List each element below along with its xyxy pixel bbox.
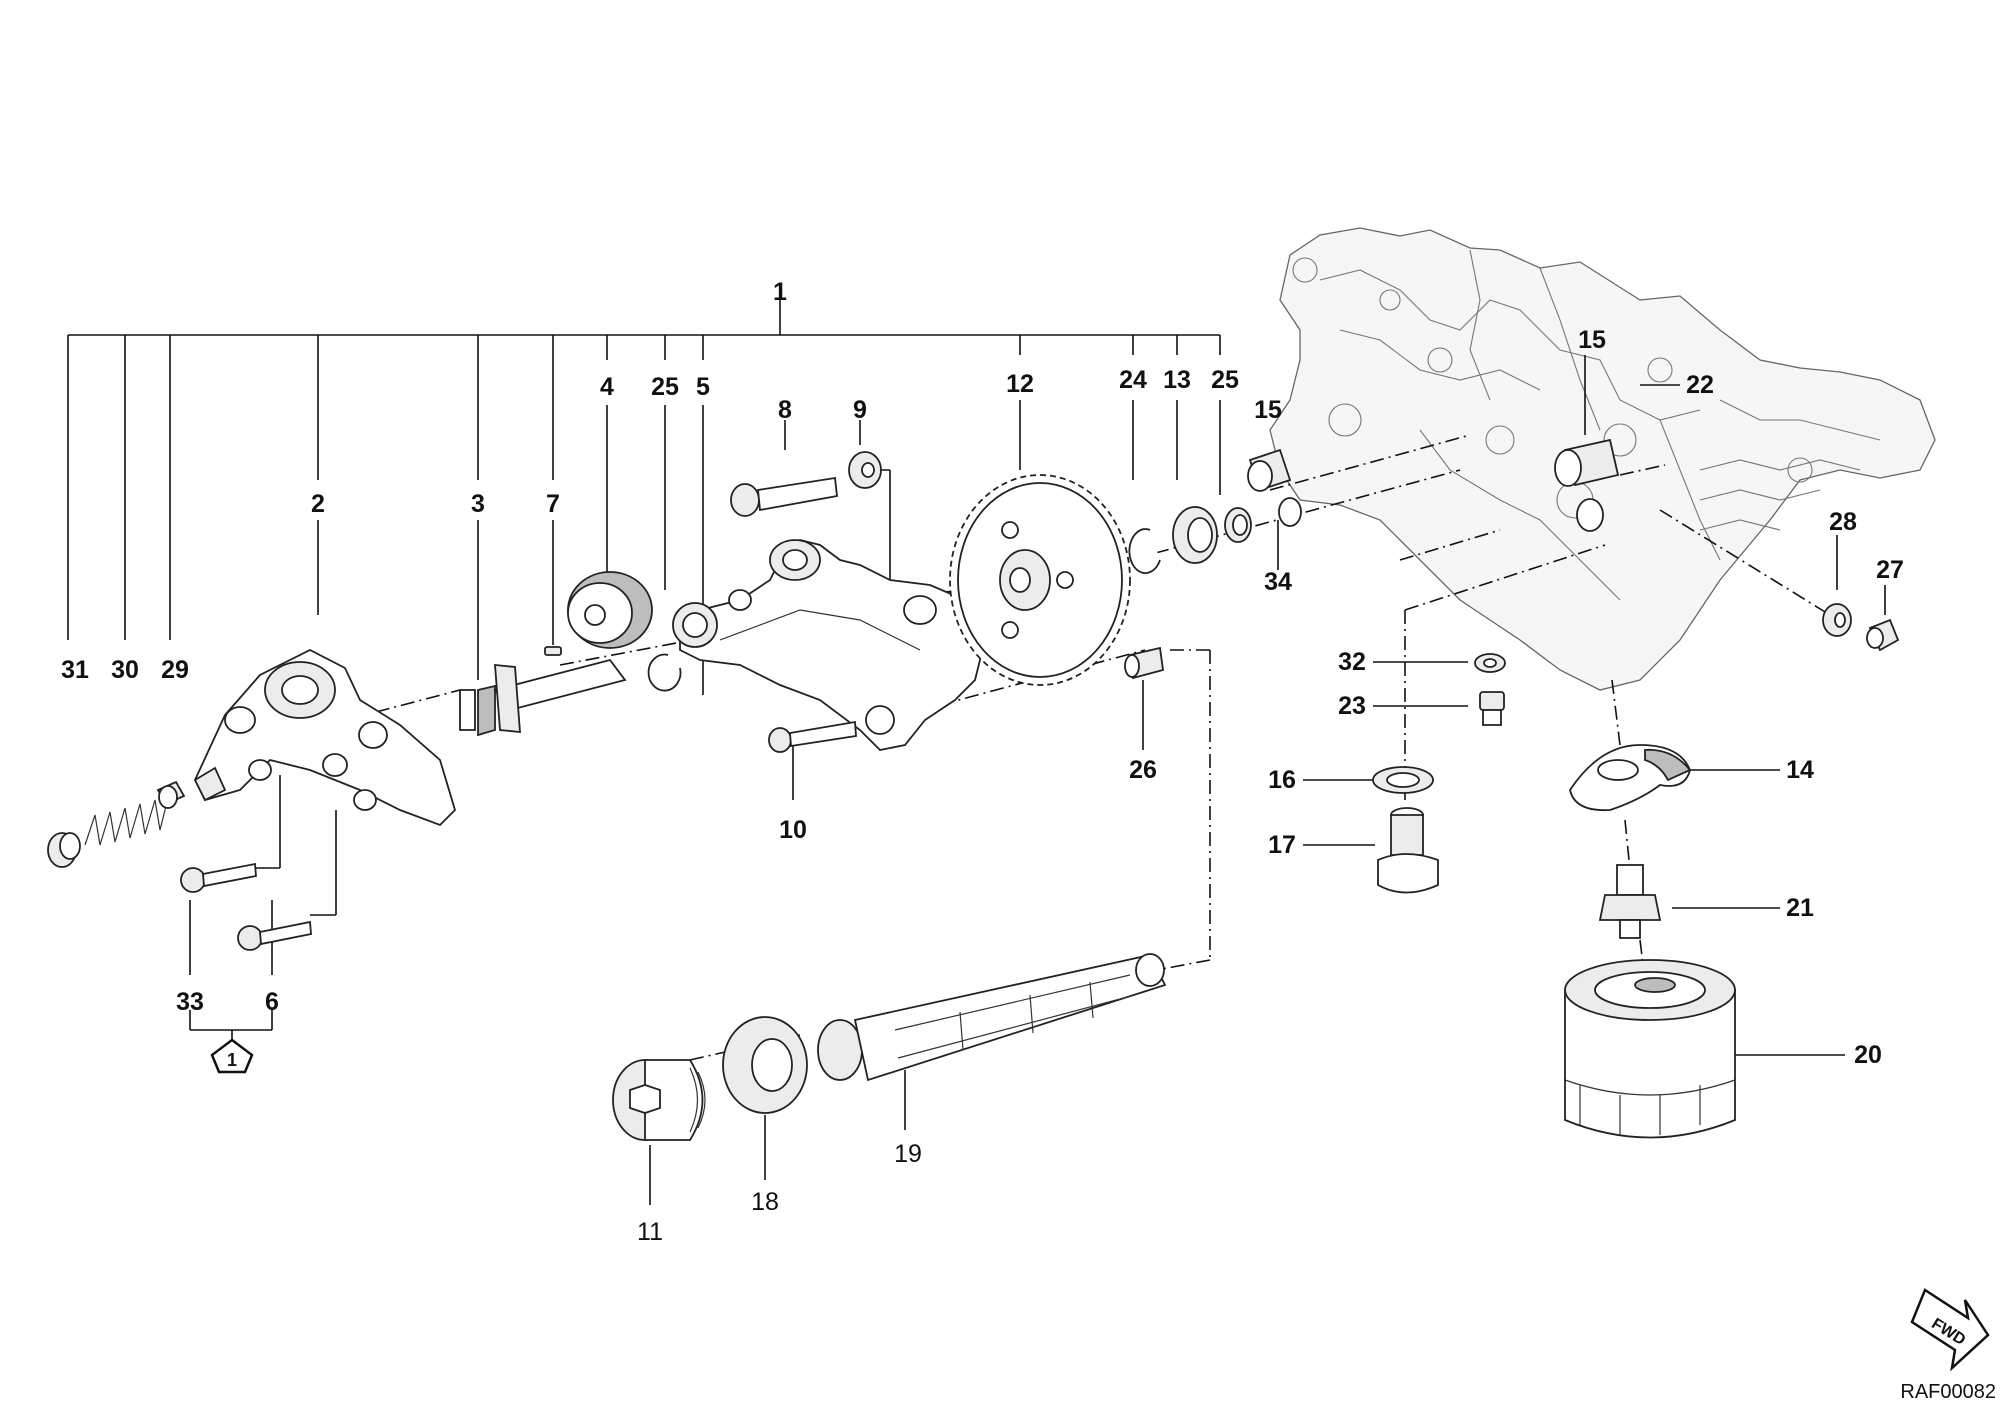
part-23-plug [1479, 691, 1505, 726]
part-27-bolt [1866, 618, 1900, 652]
part-6-screw [237, 920, 312, 951]
label-4: 4 [600, 373, 614, 401]
label-10: 10 [779, 816, 807, 844]
label-17: 17 [1268, 831, 1296, 859]
label-27: 27 [1876, 556, 1904, 584]
label-1: 1 [773, 278, 787, 306]
label-8: 8 [778, 396, 792, 424]
part-29-valve [156, 780, 186, 809]
forward-direction-arrow-icon: FWD [1910, 1288, 1990, 1372]
label-16: 16 [1268, 766, 1296, 794]
part-11-filter-plug [612, 1059, 706, 1141]
part-13-bearing [1172, 506, 1218, 564]
part-2-pump-body [193, 648, 457, 827]
label-26: 26 [1129, 756, 1157, 784]
label-14: 14 [1786, 756, 1814, 784]
label-23: 23 [1338, 692, 1366, 720]
part-28-washer [1822, 603, 1852, 637]
part-9-washer [848, 451, 882, 489]
label-6: 6 [265, 988, 279, 1016]
kit-marker-pentagon-icon: 1 [210, 1038, 254, 1074]
part-16-sealing-washer [1372, 766, 1434, 794]
part-10-screw [768, 720, 857, 753]
label-9: 9 [853, 396, 867, 424]
label-32: 32 [1338, 648, 1366, 676]
kit-marker-number: 1 [227, 1050, 237, 1070]
part-8-screw [730, 476, 838, 517]
label-5: 5 [696, 373, 710, 401]
label-12: 12 [1006, 370, 1034, 398]
label-11: 11 [637, 1218, 663, 1246]
part-32-washer [1474, 653, 1506, 673]
part-18-gasket [722, 1016, 808, 1114]
label-25-right: 25 [1211, 366, 1239, 394]
part-3-gear-shaft [459, 658, 627, 737]
part-25-circlip [647, 653, 682, 692]
part-12-drive-gear [949, 474, 1131, 686]
label-7: 7 [546, 490, 560, 518]
label-30: 30 [111, 656, 139, 684]
label-19: 19 [894, 1140, 922, 1168]
part-33-screw [180, 862, 257, 893]
label-3: 3 [471, 490, 485, 518]
label-2: 2 [311, 490, 325, 518]
part-21-nipple [1598, 864, 1662, 939]
label-13: 13 [1163, 366, 1191, 394]
part-15-bush [1247, 448, 1292, 492]
part-20-oil-filter [1564, 959, 1736, 1139]
part-labels: 1 2 3 4 5 6 7 8 9 10 11 12 13 14 15 15 1… [61, 278, 1904, 1246]
part-5-pump-cover [672, 539, 986, 751]
part-26-dowel [1124, 646, 1164, 680]
part-19-strainer [817, 953, 1167, 1082]
part-34-o-ring [1278, 497, 1302, 527]
label-29: 29 [161, 656, 189, 684]
part-30-spring [84, 797, 169, 846]
part-24-circlip [1128, 528, 1161, 574]
label-24: 24 [1119, 366, 1147, 394]
part-7-key [544, 646, 562, 656]
label-21: 21 [1786, 894, 1814, 922]
drawing-code: RAF00082 [1900, 1381, 1996, 1403]
label-34: 34 [1264, 568, 1292, 596]
label-20: 20 [1854, 1041, 1882, 1069]
label-25-left: 25 [651, 373, 679, 401]
part-25-circlip-right [1224, 507, 1252, 543]
label-31: 31 [61, 656, 89, 684]
label-22: 22 [1686, 371, 1714, 399]
part-17-drain-plug [1377, 807, 1439, 894]
label-15-left: 15 [1254, 396, 1282, 424]
part-15-bush-right [1554, 438, 1620, 487]
label-18: 18 [751, 1188, 779, 1216]
part-31-plug [47, 832, 81, 868]
part-4-inner-gear [567, 571, 653, 649]
label-33: 33 [176, 988, 204, 1016]
part-14-plate [1569, 744, 1692, 812]
part-22-o-ring [1576, 498, 1604, 532]
label-15-right: 15 [1578, 326, 1606, 354]
label-28: 28 [1829, 508, 1857, 536]
